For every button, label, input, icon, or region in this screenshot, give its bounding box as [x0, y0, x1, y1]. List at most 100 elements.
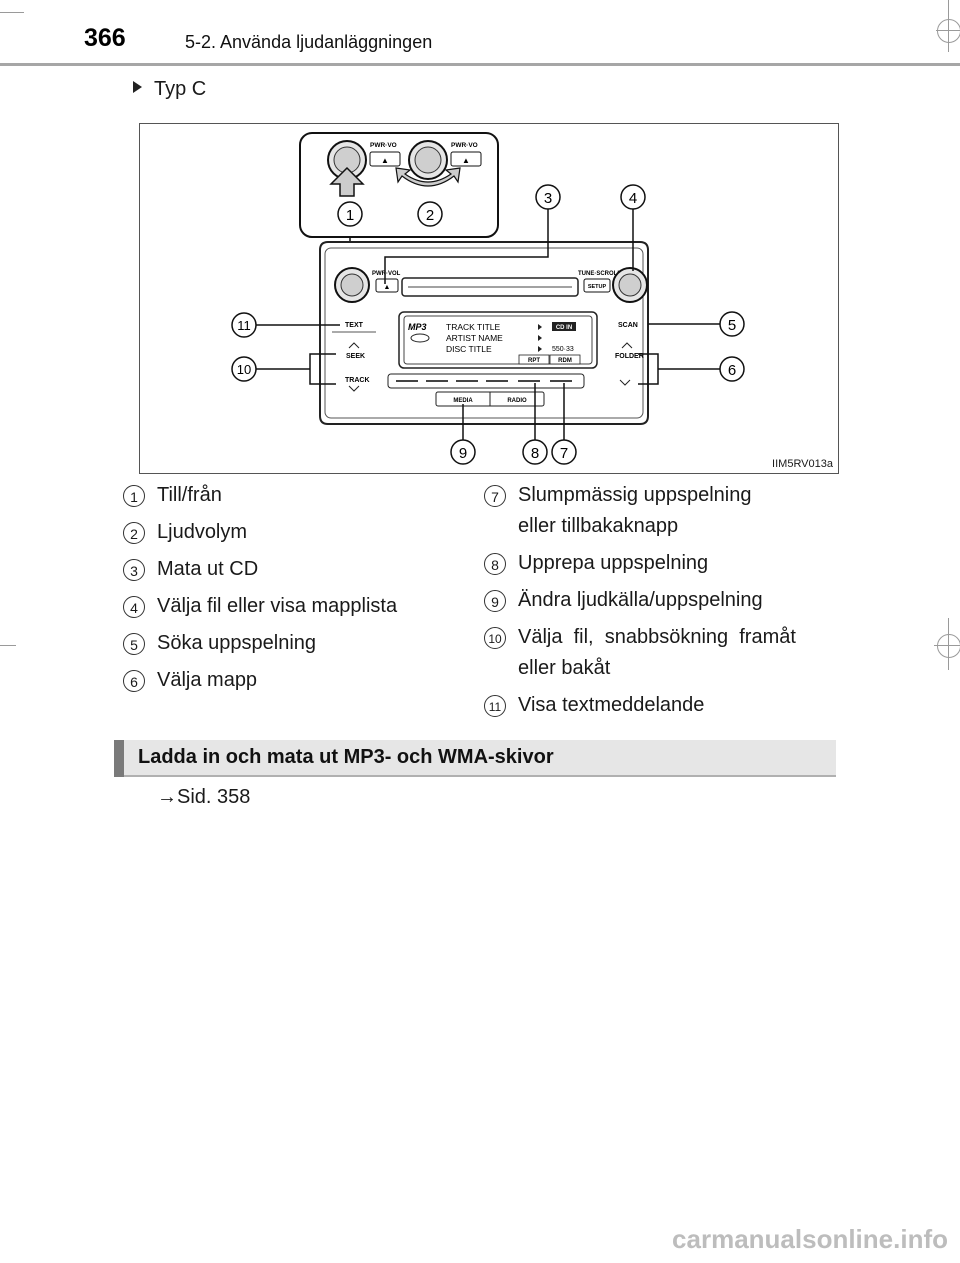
artist-name-label: ARTIST NAME	[446, 333, 503, 343]
legend-item-7: 7 Slumpmässig uppspelning eller tillbaka…	[484, 480, 834, 542]
display-screen	[403, 315, 593, 365]
legend-text: Ändra ljudkälla/uppspelning	[518, 589, 763, 611]
mp3-label: MP3	[408, 322, 427, 332]
legend-number: 9	[484, 590, 506, 612]
eject-button	[375, 278, 399, 293]
legend-text: Mata ut CD	[157, 558, 259, 580]
bracket-10	[309, 353, 336, 385]
callout-2	[417, 201, 443, 227]
legend-item-8: 8 Upprepa uppspelning	[484, 548, 834, 579]
text-label: TEXT	[345, 322, 364, 329]
subsection-bar	[114, 740, 124, 777]
callout-6-number: 6	[728, 362, 736, 379]
crop-mark	[0, 645, 16, 646]
legend-item-2: 2 Ljudvolym	[123, 517, 463, 548]
crop-mark	[0, 12, 24, 13]
page-reference-link[interactable]: →Sid. 358	[157, 786, 251, 808]
legend-number: 2	[123, 522, 145, 544]
section-title: 5-2. Använda ljudanläggningen	[185, 32, 433, 52]
callout-2-number: 2	[426, 207, 434, 224]
setup-label: SETUP	[588, 284, 607, 290]
seek-label: SEEK	[346, 353, 365, 360]
legend-text: Visa textmeddelande	[518, 694, 705, 716]
watermark: carmanualsonline.info	[672, 1224, 948, 1254]
radio-label: RADIO	[507, 398, 527, 404]
triangle-bullet-icon	[133, 81, 142, 93]
callout-10-number: 10	[237, 362, 251, 377]
cd-in-label: CD IN	[556, 325, 572, 331]
arrow-right-icon	[538, 346, 542, 352]
callout-5-number: 5	[728, 317, 736, 334]
page-number: 366	[84, 24, 126, 52]
arrow-right-icon	[538, 324, 542, 330]
legend-text: Upprepa uppspelning	[518, 552, 709, 574]
header-rule	[0, 63, 960, 66]
callout-1	[337, 201, 363, 227]
legend-text: Välja fil, snabbsökning framåt	[518, 626, 796, 648]
setup-button	[583, 278, 611, 293]
callout-7-number: 7	[560, 445, 568, 462]
track-title-label: TRACK TITLE	[446, 322, 500, 332]
seek-up-icon	[348, 342, 360, 349]
callout-4-number: 4	[629, 190, 637, 207]
bracket-6	[638, 353, 659, 385]
rdm-box	[549, 354, 581, 365]
subsection-title: Ladda in och mata ut MP3- och WMA-skivor	[138, 746, 554, 768]
arrow-right-icon	[538, 335, 542, 341]
rpt-box	[518, 354, 550, 365]
pwr-vo-right-label: PWR·VO	[451, 142, 478, 149]
leader-line-3	[384, 209, 549, 284]
legend-item-9: 9 Ändra ljudkälla/uppspelning	[484, 585, 834, 616]
disc-icon	[410, 333, 430, 343]
legend-text-cont: eller tillbakaknapp	[518, 515, 679, 537]
eject-inset-2-glyph: ▲	[462, 156, 470, 165]
legend-left: 1 Till/från 2 Ljudvolym 3 Mata ut CD 4 V…	[123, 480, 463, 702]
tune-scroll-label: TUNE·SCROLL	[578, 271, 621, 277]
legend-number: 6	[123, 670, 145, 692]
pwr-vo-left-label: PWR·VO	[370, 142, 397, 149]
rdm-label: RDM	[558, 358, 572, 364]
legend-item-10: 10 Välja fil, snabbsökning framåt eller …	[484, 622, 834, 684]
legend-item-6: 6 Välja mapp	[123, 665, 463, 696]
audio-unit-illustration: ▲ PWR·VO ▲ PWR·VO 1 2 PWR·VOL TUNE·SCROL…	[231, 132, 745, 465]
crop-circle	[937, 634, 960, 658]
pwr-vol-label: PWR·VOL	[372, 271, 401, 277]
folder-down-icon	[619, 379, 631, 386]
folder-label: FOLDER	[615, 353, 644, 360]
legend-number: 11	[484, 695, 506, 717]
legend-text: Ljudvolym	[157, 521, 248, 543]
legend-number: 7	[484, 485, 506, 507]
legend-right: 7 Slumpmässig uppspelning eller tillbaka…	[484, 480, 834, 727]
eject-inset-1	[369, 151, 401, 167]
track-label: TRACK	[345, 377, 370, 384]
legend-number: 3	[123, 559, 145, 581]
legend-number: 8	[484, 553, 506, 575]
legend-item-5: 5 Söka uppspelning	[123, 628, 463, 659]
rpt-label: RPT	[528, 358, 540, 364]
eject-glyph: ▲	[384, 284, 391, 291]
legend-text: Välja fil eller visa mapplista	[157, 595, 398, 617]
legend-item-1: 1 Till/från	[123, 480, 463, 511]
legend-item-3: 3 Mata ut CD	[123, 554, 463, 585]
audio-unit-figure: ▲ PWR·VO ▲ PWR·VO 1 2 PWR·VOL TUNE·SCROL…	[139, 123, 839, 474]
legend-text: Slumpmässig uppspelning	[518, 484, 752, 506]
scan-label: SCAN	[618, 322, 638, 329]
callout-8-number: 8	[531, 445, 539, 462]
eject-inset-1-glyph: ▲	[381, 156, 389, 165]
push-arrow-icon	[329, 166, 365, 197]
track-down-icon	[348, 385, 360, 392]
legend-text-cont: eller bakåt	[518, 657, 611, 679]
tune-knob-inner	[618, 273, 642, 297]
legend-text: Till/från	[157, 484, 222, 506]
callout-11-number: 11	[237, 318, 251, 333]
rotate-arrow-icon	[395, 167, 461, 187]
legend-number: 5	[123, 633, 145, 655]
time-readout: 550·33	[552, 346, 574, 353]
legend-text: Söka uppspelning	[157, 632, 317, 654]
legend-number: 4	[123, 596, 145, 618]
knob-inset-2-inner	[414, 146, 442, 174]
callout-9-number: 9	[459, 445, 467, 462]
folder-up-icon	[621, 342, 633, 349]
callout-3-number: 3	[544, 190, 552, 207]
crop-circle	[937, 19, 960, 43]
